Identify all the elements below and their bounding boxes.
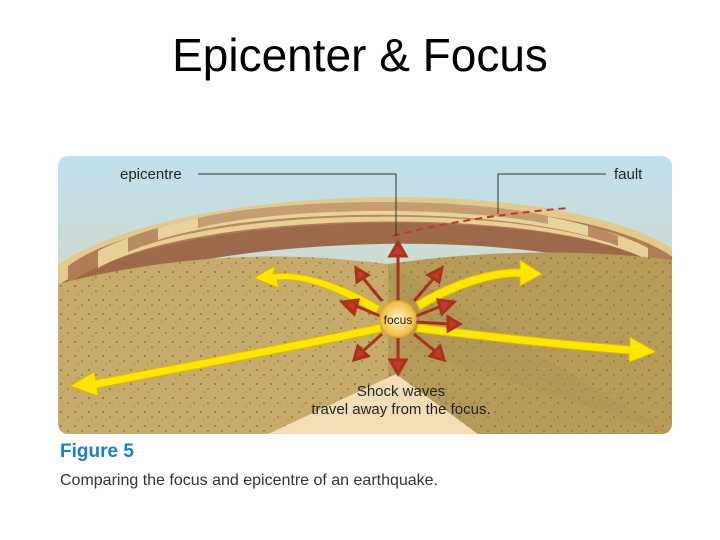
- radial-arrows: [338, 238, 463, 378]
- shock-wave-arrows: [68, 259, 658, 397]
- figure-caption: Comparing the focus and epicentre of an …: [60, 472, 439, 489]
- focus-label: focus: [384, 313, 413, 327]
- focus-point: [379, 300, 417, 338]
- shock-waves-label-line1: Shock waves: [357, 383, 445, 400]
- slide-title: Epicenter & Focus: [172, 29, 548, 81]
- fault-callout-line: [497, 173, 606, 214]
- fault-label: fault: [614, 166, 643, 183]
- earthquake-diagram: epicentre fault focus Shock waves travel…: [58, 156, 672, 434]
- fault-trace: [392, 207, 569, 237]
- surface-strata: [58, 197, 672, 307]
- epicentre-callout-line: [198, 173, 397, 236]
- epicentre-label: epicentre: [120, 166, 182, 183]
- earthquake-illustration: epicentre fault focus Shock waves travel…: [58, 156, 672, 434]
- figure-label: Figure 5: [60, 441, 134, 462]
- shock-waves-label-line2: travel away from the focus.: [311, 401, 490, 418]
- fault-plane-cut: [268, 374, 478, 434]
